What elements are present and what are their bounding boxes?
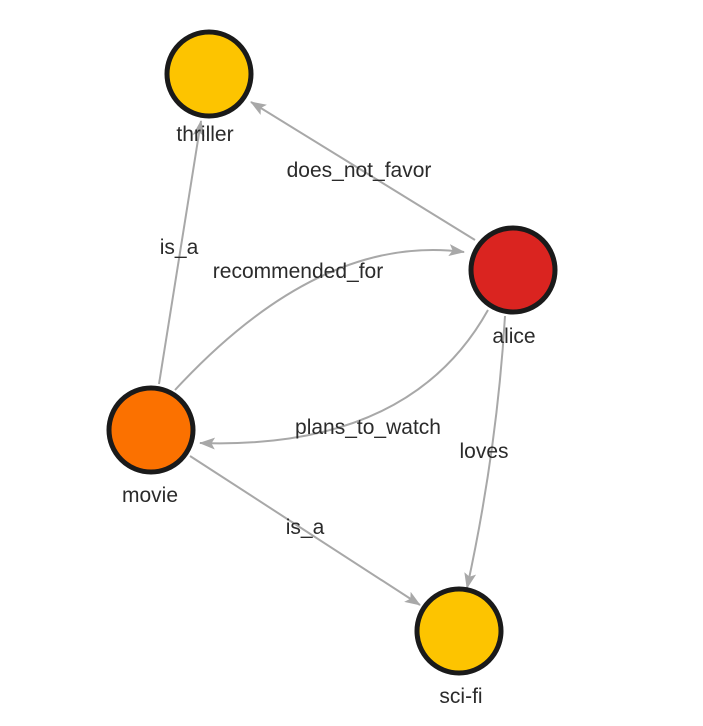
- node-label-scifi: sci-fi: [439, 685, 482, 708]
- edge-plans-to-watch-alice-movie[interactable]: [199, 309, 489, 450]
- node-label-alice: alice: [492, 325, 535, 348]
- edge-label-loves: loves: [459, 440, 508, 463]
- edge-label-recommended-for: recommended_for: [213, 260, 383, 283]
- edge-label-is-a-movie-thriller: is_a: [160, 236, 199, 259]
- node-label-movie: movie: [122, 484, 178, 507]
- node-movie[interactable]: [106, 385, 196, 475]
- node-scifi[interactable]: [414, 586, 504, 676]
- edge-loves-alice-scifi[interactable]: [464, 315, 506, 589]
- node-thriller[interactable]: [164, 29, 254, 119]
- edge-does-not-favor-alice-thriller[interactable]: [250, 101, 476, 241]
- node-label-thriller: thriller: [176, 123, 233, 146]
- edge-is-a-movie-thriller[interactable]: [158, 120, 205, 385]
- edge-label-plans-to-watch: plans_to_watch: [295, 416, 441, 439]
- edge-is-a-movie-scifi[interactable]: [189, 455, 421, 606]
- node-alice[interactable]: [468, 225, 558, 315]
- edge-recommended-for-movie-alice[interactable]: [174, 244, 465, 391]
- edge-label-does-not-favor: does_not_favor: [287, 159, 432, 182]
- edge-label-is-a-movie-scifi: is_a: [286, 516, 325, 539]
